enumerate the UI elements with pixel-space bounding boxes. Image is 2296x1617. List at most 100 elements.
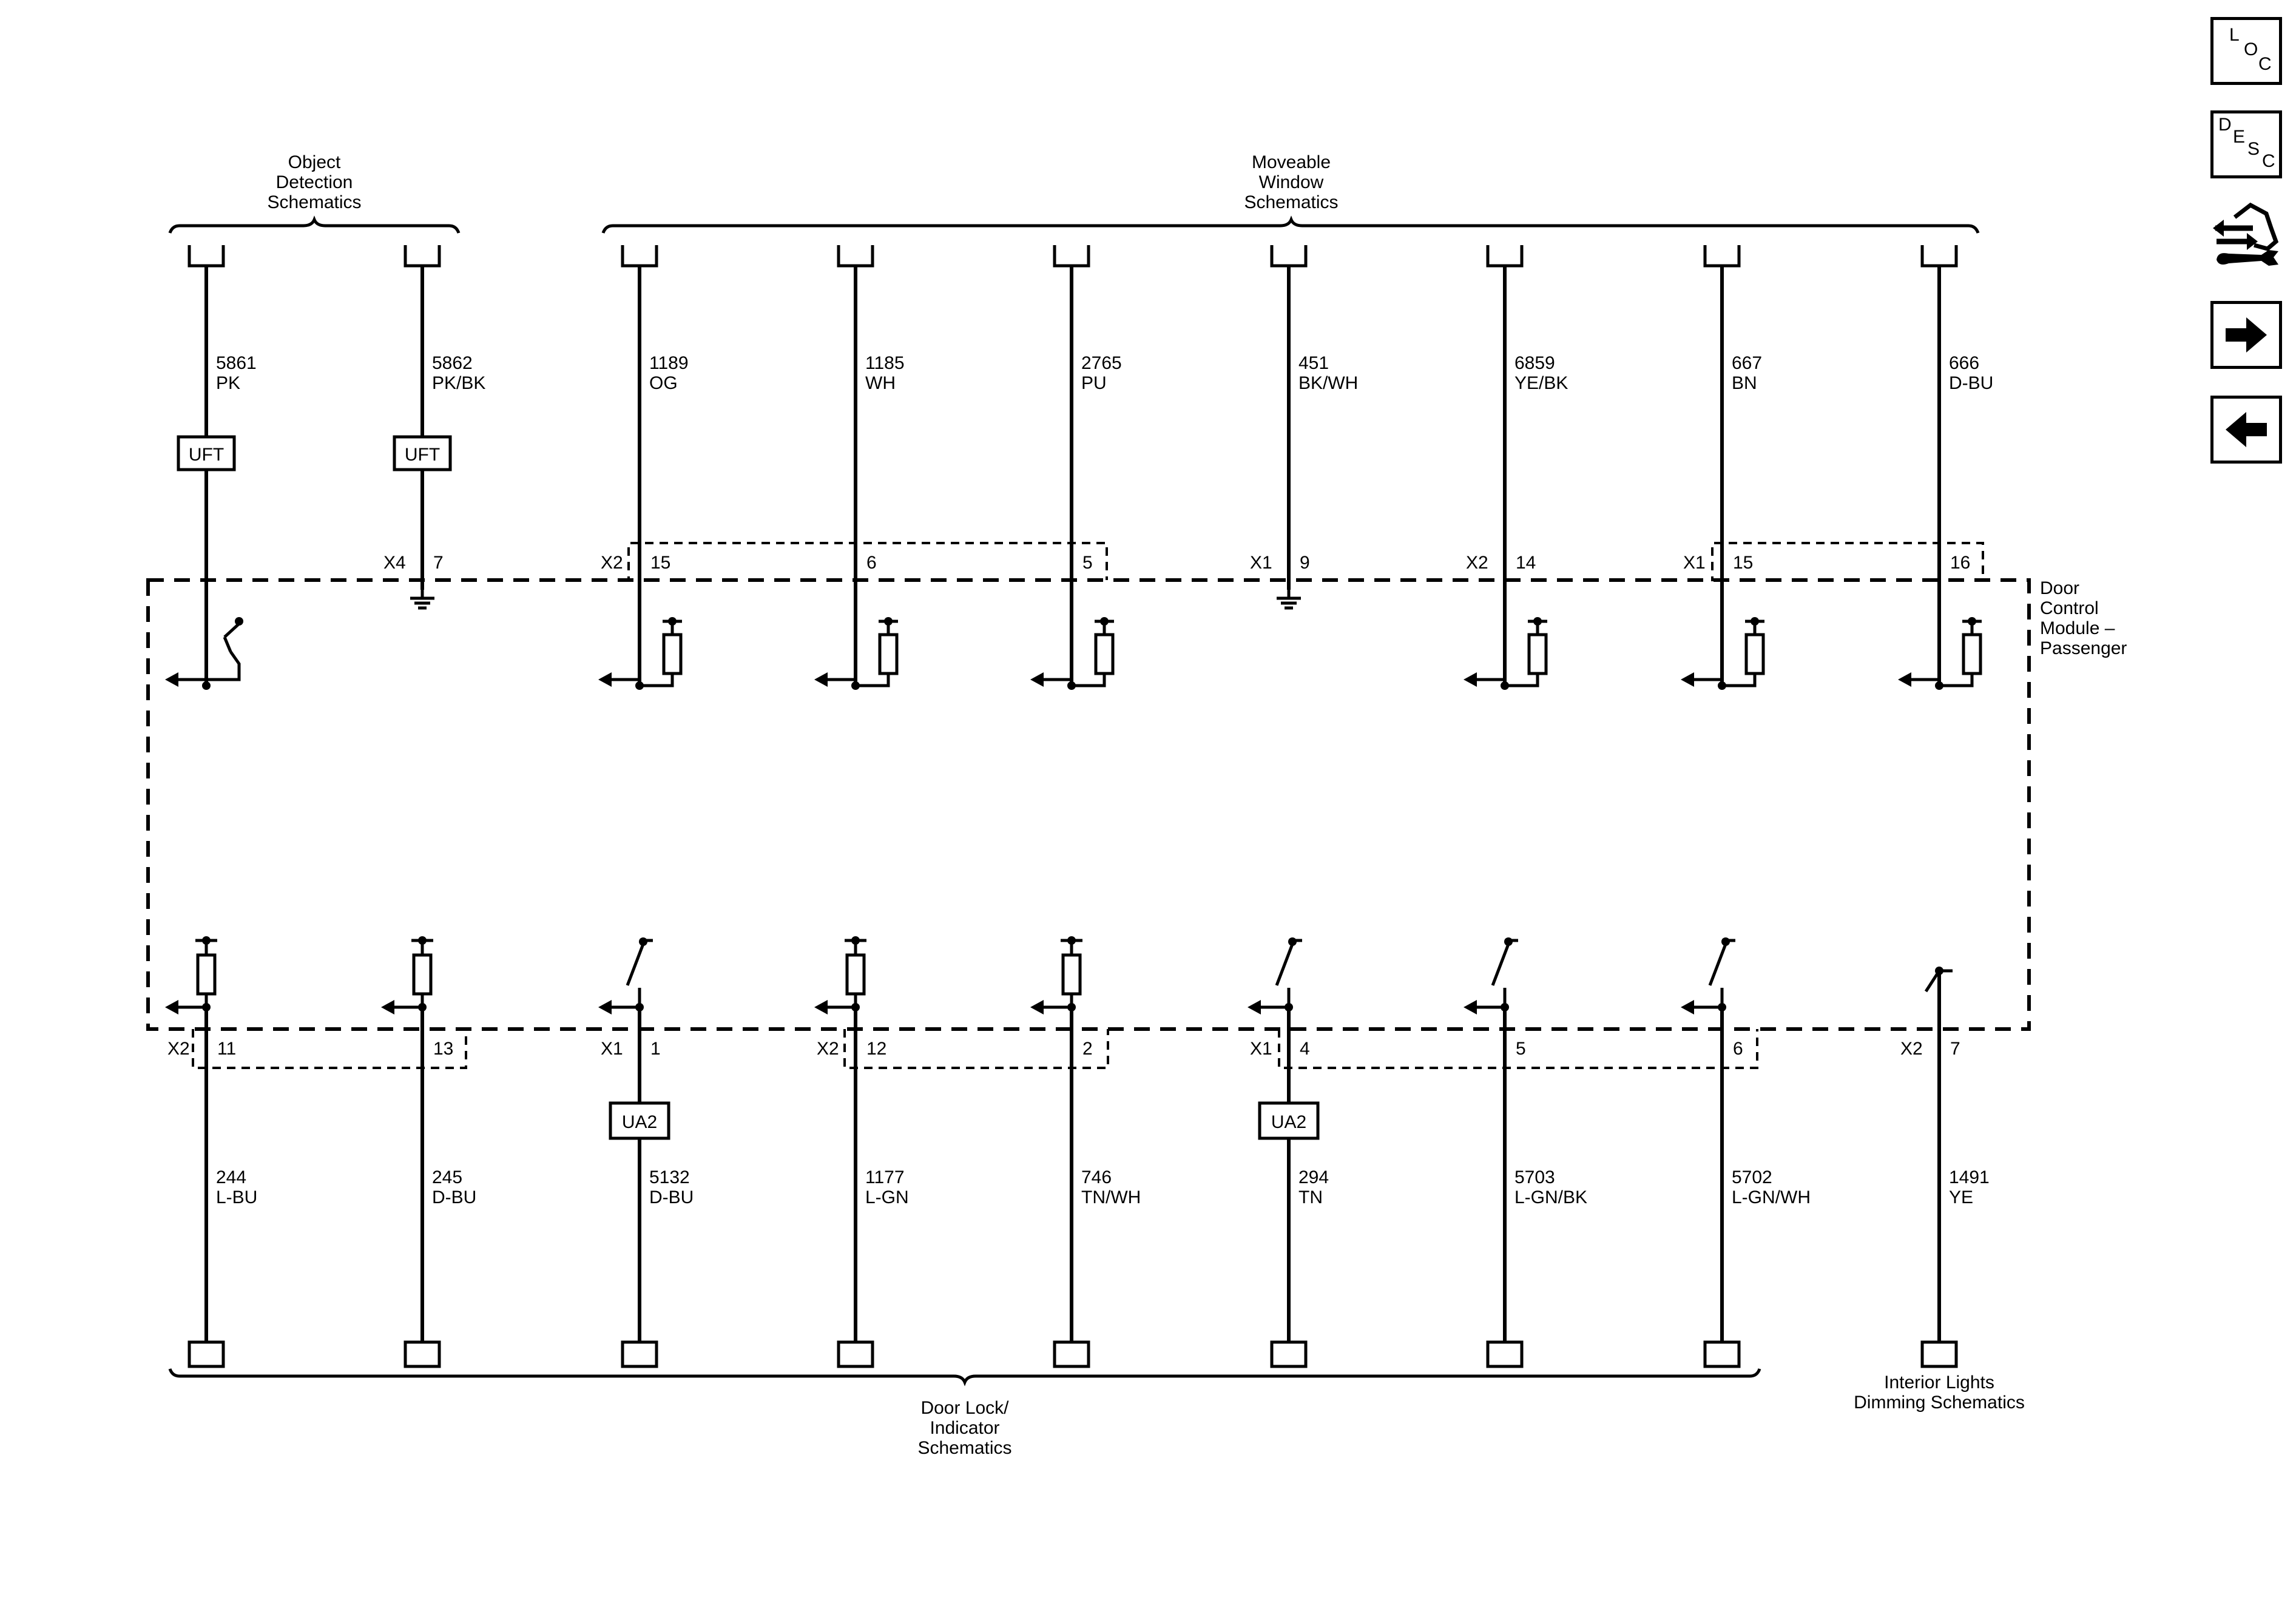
circuit-number: 5132 [649,1167,690,1187]
input-arrow [1681,1000,1694,1014]
connector-cap [1270,1340,1308,1363]
connector-cap [1703,1340,1741,1363]
input-arrow [1464,672,1477,687]
pin-number: 5 [1082,553,1093,573]
input-arrow [1030,672,1044,687]
wire-color: D-BU [1949,373,1993,393]
pullup-resistor [1094,633,1115,675]
wire-color: L-GN/BK [1514,1187,1587,1207]
connector-cap [837,1340,874,1363]
location-button[interactable]: L O C [2210,17,2282,85]
wire-color: D-BU [432,1187,476,1207]
svg-text:Object: Object [288,152,341,172]
pin-number: 2 [1082,1039,1093,1059]
circuit-number: 5862 [432,353,473,373]
loc-letter-l: L [2229,25,2240,45]
previous-page-button[interactable] [2210,396,2282,464]
input-arrow [1464,1000,1477,1014]
ground-symbol [410,590,434,608]
pin-number: 4 [1300,1039,1310,1059]
circuit-number: 244 [216,1167,246,1187]
ua2-device: UA2 [1258,1101,1320,1140]
connector-id: X1 [601,1039,623,1059]
harness-connector [839,245,873,266]
pin-number: 1 [650,1039,661,1059]
wire-color: L-GN/WH [1732,1187,1811,1207]
pin-number: 6 [1733,1039,1743,1059]
junction-dot [202,681,211,690]
object-detection-caption: Object Detection Schematics [267,152,361,212]
pin-number: 12 [866,1039,886,1059]
input-switch [1275,944,1294,986]
door-lock-caption: Door Lock/ Indicator Schematics [917,1398,1011,1458]
desc-letter-c: C [2262,151,2275,171]
switch-pivot [235,617,243,626]
input-arrow [165,1000,178,1014]
supply-dot [884,617,893,626]
pin-number: 5 [1516,1039,1526,1059]
supply-dot [1751,617,1759,626]
switch-pivot [1721,937,1730,946]
moveable-window-caption: Moveable Window Schematics [1244,152,1338,212]
pin-number: 11 [217,1039,236,1059]
next-page-button[interactable] [2210,301,2282,369]
wire-color: BN [1732,373,1757,393]
supply-dot [202,936,211,945]
pullup-lead [1505,673,1539,687]
description-button[interactable]: D E S C [2210,110,2282,178]
connector-id: X2 [167,1039,190,1059]
ua2-device: UA2 [609,1101,670,1140]
input-switch [1491,944,1510,986]
pin-number: 15 [650,553,670,573]
bottom-connector-group-b [843,1029,1109,1069]
top-connector-group-x2 [627,542,1108,581]
connector-cap [1920,1340,1958,1363]
wire-color: YE [1949,1187,1973,1207]
wire-color: TN/WH [1081,1187,1141,1207]
circuit-number: 451 [1298,353,1329,373]
harness-connector [623,1346,657,1366]
harness-connector [1705,1346,1739,1366]
wire-color: PK/BK [432,373,485,393]
bottom-connector-group-c [1278,1029,1758,1069]
svg-text:Moveable: Moveable [1252,152,1331,172]
desc-letter-s: S [2247,139,2260,159]
harness-connector [1488,1346,1522,1366]
device-label: UFT [405,445,440,465]
pullup-lead [640,673,674,687]
switch-gap [223,636,232,652]
pullup-lead [1939,673,1974,687]
pullup-lead [856,673,890,687]
pullup-resistor [1962,633,1982,675]
connector-tools-button[interactable] [2210,199,2282,267]
harness-connector [1488,245,1522,266]
pullup-resistor [662,633,683,675]
pullup-resistor [1061,953,1082,996]
device-label: UA2 [1271,1112,1306,1132]
connector-cap [621,1340,658,1363]
module-boundary [146,578,2031,1031]
connector-id: X2 [601,553,623,573]
svg-text:Detection: Detection [276,172,353,192]
svg-text:Schematics: Schematics [1244,192,1338,212]
connector-id: X1 [1683,553,1706,573]
pullup-resistor [1527,633,1548,675]
bottom-connector-group-a [192,1029,467,1069]
supply-dot [1533,617,1542,626]
input-arrow [381,1000,394,1014]
wire-color: TN [1298,1187,1323,1207]
connector-id: X1 [1250,553,1272,573]
connector-id: X1 [1250,1039,1272,1059]
pin-number: 9 [1300,553,1310,573]
module-name: Door Control Module – Passenger [2040,578,2127,658]
input-arrow [814,1000,828,1014]
